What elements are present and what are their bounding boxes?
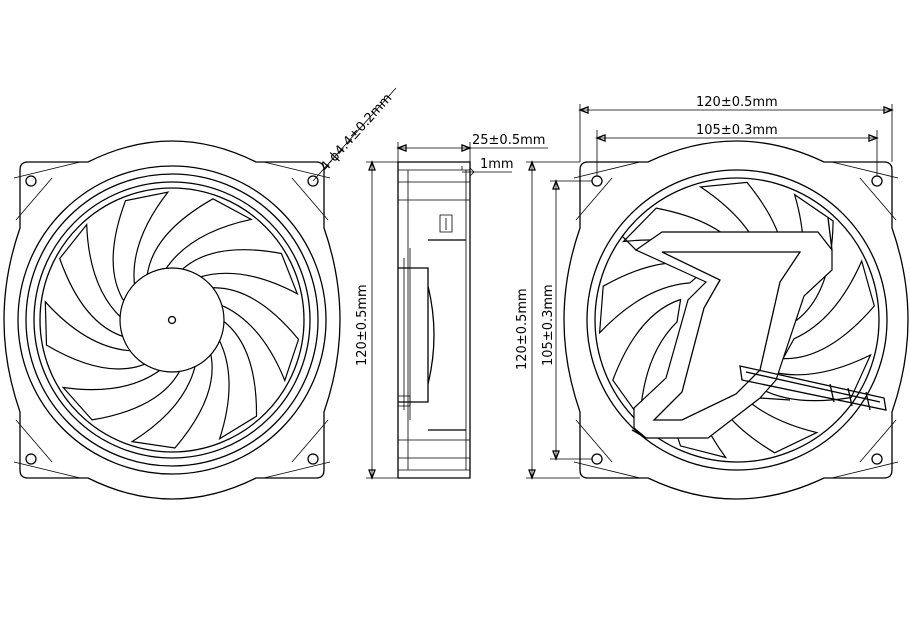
- back-corner-bl: [573, 419, 641, 479]
- side-profile: [397, 161, 471, 479]
- mount-hole-icon: [25, 453, 37, 465]
- arrowhead: [368, 106, 894, 480]
- back-height-dim-line: [526, 161, 580, 479]
- side-flange-bottom: [398, 439, 470, 459]
- side-motor-section: [398, 239, 466, 431]
- side-height-dim-line: [366, 161, 398, 479]
- back-cable-channel: [739, 365, 887, 411]
- hub-center-icon: [167, 315, 177, 325]
- fan-blade: [781, 259, 875, 360]
- back-pitch-height-label: 105±0.3mm: [541, 284, 556, 366]
- back-corner-tl: [573, 161, 641, 221]
- fan-blade: [179, 249, 299, 296]
- fan-blade: [146, 198, 253, 278]
- back-outer-ring: [586, 169, 888, 471]
- back-pitch-height-dim-line: [550, 180, 592, 460]
- side-height-label: 120±0.5mm: [355, 284, 370, 366]
- front-corner-tl: [13, 161, 81, 221]
- front-blades: [44, 191, 300, 449]
- back-strut-lower: [631, 397, 791, 439]
- back-overall-height-label: 120±0.5mm: [515, 288, 530, 370]
- back-corner-tr: [831, 161, 899, 221]
- front-corner-tr: [263, 161, 331, 221]
- front-view: [3, 140, 341, 500]
- fan-blade: [112, 191, 170, 305]
- side-notch: [398, 395, 411, 407]
- back-inner-ring: [594, 177, 880, 463]
- front-outer-ring: [17, 165, 327, 475]
- fan-blade: [209, 287, 300, 383]
- back-width-dim-line: [579, 104, 893, 162]
- side-inner-lines: [398, 169, 470, 471]
- fan-blade: [44, 300, 149, 370]
- mount-hole-icon: [591, 175, 603, 187]
- back-view: [563, 140, 909, 500]
- dimension-lines: [312, 87, 894, 480]
- back-corner-br: [831, 419, 899, 479]
- mount-hole-icon: [871, 175, 883, 187]
- mount-hole-icon: [591, 453, 603, 465]
- fan-blade: [130, 351, 213, 449]
- mount-hole-icon: [307, 453, 319, 465]
- fan-blade: [61, 368, 182, 421]
- side-view: [397, 161, 471, 479]
- front-ring-3: [33, 181, 311, 459]
- front-ring-4: [39, 187, 305, 453]
- offset-dim-line: [461, 166, 512, 177]
- hole-spec-leader: [312, 87, 397, 182]
- side-flange-top: [398, 181, 470, 201]
- front-ring-2: [25, 173, 319, 467]
- front-corner-br: [263, 419, 331, 479]
- mount-hole-icon: [871, 453, 883, 465]
- fan-blade: [746, 353, 872, 402]
- thickness-dim-line: [397, 142, 548, 162]
- front-hub: [119, 267, 225, 373]
- back-pitch-width-label: 105±0.3mm: [696, 123, 778, 138]
- front-corner-bl: [13, 419, 81, 479]
- back-frame-outline: [563, 140, 909, 500]
- offset-label: 1mm: [480, 157, 514, 172]
- front-frame-outline: [3, 140, 341, 500]
- mount-hole-icon: [307, 175, 319, 187]
- fan-blade: [59, 222, 126, 338]
- thickness-label: 25±0.5mm: [472, 133, 545, 148]
- back-bracket-inner: [652, 251, 802, 421]
- mount-hole-icon: [25, 175, 37, 187]
- back-strut-upper: [621, 217, 833, 251]
- side-hub-detail: [403, 214, 453, 420]
- fan-blade: [217, 318, 258, 441]
- back-overall-width-label: 120±0.5mm: [696, 95, 778, 110]
